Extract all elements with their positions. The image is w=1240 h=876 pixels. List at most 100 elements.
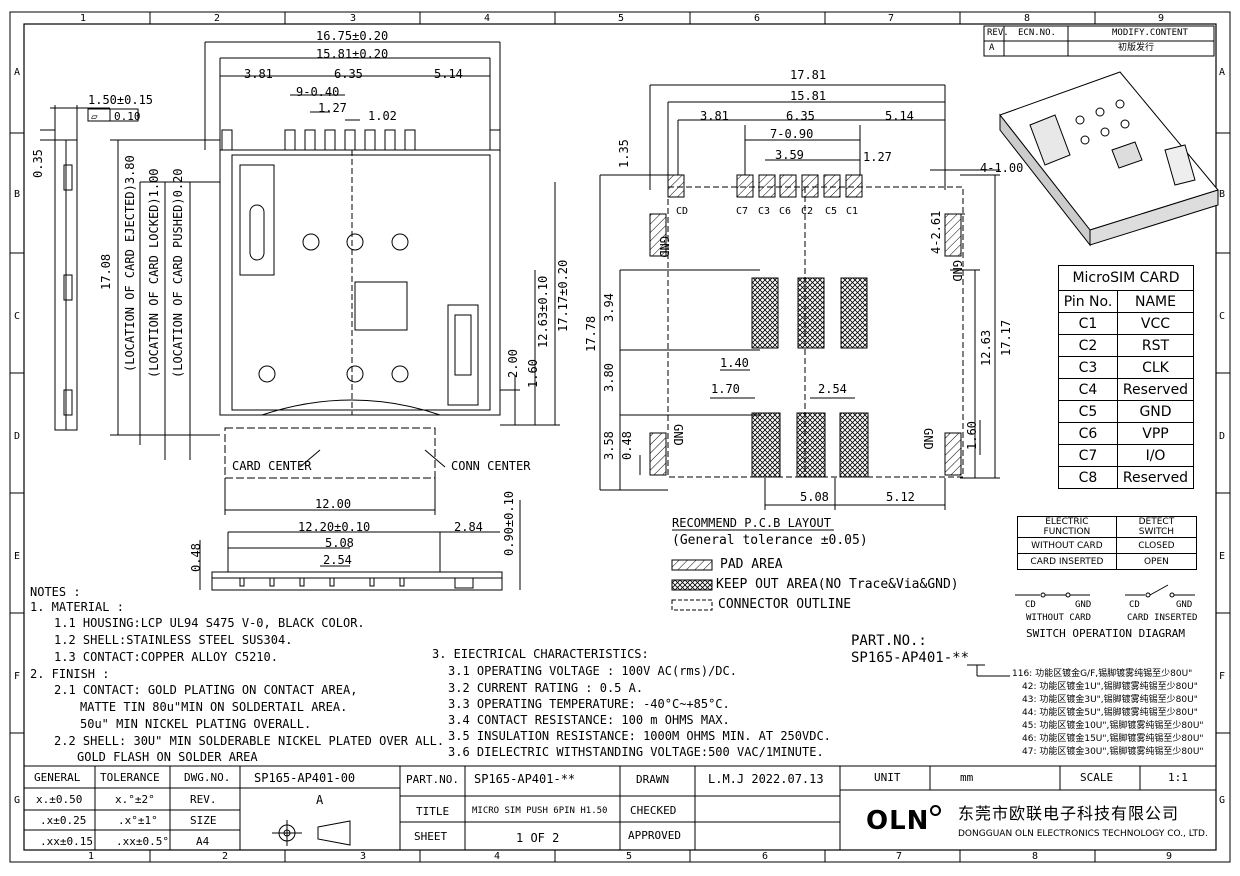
part-option-42: 42: 功能区镀金1U",锡脚镀雾纯锡至少80U": [1022, 682, 1198, 692]
pcb-dim-394: 3.94: [602, 293, 616, 322]
pcb-dim-512: 5.12: [886, 490, 915, 504]
tb-drawn-value: L.M.J 2022.07.13: [708, 772, 824, 786]
tb-part-no-value: SP165-AP401-**: [474, 772, 576, 786]
outer-frame: [9, 11, 1231, 863]
pcb-dim-140: 1.40: [720, 356, 749, 370]
gnd-label-tr: GND: [950, 260, 964, 282]
ds-cell: OPEN: [1115, 553, 1198, 570]
legend-keepout: KEEP OUT AREA(NO Trace&Via&GND): [716, 577, 959, 592]
legend-outline: CONNECTOR OUTLINE: [718, 597, 852, 612]
notes-e2: 3.2 CURRENT RATING : 0.5 A.: [448, 681, 644, 695]
tb-tol3b: .xx±0.5°: [116, 835, 169, 848]
pin-cell: C4: [1058, 378, 1118, 401]
part-no-leader: [967, 664, 1010, 677]
dim-pitch: 9-0.40: [296, 85, 340, 99]
notes-e3: 3.3 OPERATING TEMPERATURE: -40°C~+85°C.: [448, 697, 730, 711]
dim-160: 1.60: [526, 359, 540, 388]
dim-ejected: (LOCATION OF CARD EJECTED)3.80: [123, 155, 137, 372]
notes-m2: 1.2 SHELL:STAINLESS STEEL SUS304.: [54, 633, 293, 647]
sw2-gnd: GND: [1176, 600, 1193, 610]
tb-tol1a: x.±0.50: [36, 793, 83, 806]
gnd-label-bl: GND: [671, 424, 685, 446]
ruler-bottom-1: 1: [88, 851, 95, 862]
notes-f2a: 2.2 SHELL: 30U" MIN SOLDERABLE NICKEL PL…: [54, 734, 445, 748]
part-option-45: 45: 功能区镀金10U",锡脚镀雾纯锡至少80U": [1022, 721, 1204, 731]
sw-inserted-label: CARD INSERTED: [1127, 613, 1198, 623]
ecn-header: ECN.NO.: [1018, 28, 1056, 38]
ruler-left-f: F: [14, 671, 21, 682]
ruler-top-8: 8: [1024, 13, 1031, 24]
pin-name-header: NAME: [1117, 290, 1194, 313]
ruler-right-b: B: [1219, 189, 1226, 200]
ruler-top-2: 2: [214, 13, 221, 24]
dim-1581: 15.81±0.20: [316, 47, 389, 61]
tb-size: SIZE: [190, 814, 217, 827]
dim-1717-tv: 17.17±0.20: [556, 259, 570, 332]
pin-name-cell: VPP: [1117, 422, 1194, 445]
pcb-dim-1781: 17.81: [790, 68, 827, 82]
notes-e1: 3.1 OPERATING VOLTAGE : 100V AC(rms)/DC.: [448, 664, 737, 678]
pcb-dim-381: 3.81: [700, 109, 729, 123]
pin-cell: C1: [1058, 312, 1118, 335]
tb-general: GENERAL: [34, 771, 81, 784]
top-view: [110, 41, 560, 515]
ruler-right-f: F: [1219, 671, 1226, 682]
notes-elec: 3. EIECTRICAL CHARACTERISTICS:: [432, 647, 649, 661]
pad-label-cd: CD: [676, 206, 689, 217]
gnd-label-br: GND: [921, 428, 935, 450]
ruler-bottom-3: 3: [360, 851, 367, 862]
ruler-left-a: A: [14, 67, 21, 78]
logo-registered-mark: [930, 805, 941, 816]
tb-scale: SCALE: [1080, 771, 1114, 784]
pcb-dim-359: 3.59: [775, 148, 804, 162]
flatness-symbol: ▱: [91, 110, 98, 123]
ruler-right-g: G: [1219, 795, 1226, 806]
switch-diagram-title: SWITCH OPERATION DIAGRAM: [1026, 627, 1185, 640]
pcb-dim-135: 1.35: [617, 139, 631, 168]
pcb-dim-1778: 17.78: [584, 315, 598, 352]
notes-e6: 3.6 DIELECTRIC WITHSTANDING VOLTAGE:500 …: [448, 745, 824, 759]
dim-1675: 16.75±0.20: [316, 29, 389, 43]
ruler-top-3: 3: [350, 13, 357, 24]
ruler-bottom-2: 2: [222, 851, 229, 862]
dim-381: 3.81: [244, 67, 273, 81]
ds-cell: CLOSED: [1115, 537, 1198, 554]
pcb-dim-1263: 12.63: [979, 329, 993, 366]
company-logo: OLN: [866, 806, 930, 836]
legend-pad-area: PAD AREA: [720, 557, 783, 572]
part-option-46: 46: 功能区镀金15U",锡脚镀雾纯锡至少80U": [1022, 734, 1204, 744]
pcb-dim-635: 6.35: [786, 109, 815, 123]
ruler-bottom-4: 4: [494, 851, 501, 862]
pcb-dim-127: 1.27: [863, 150, 892, 164]
pcb-dim-160: 1.60: [965, 421, 979, 450]
pcb-dim-254: 2.54: [818, 382, 847, 396]
pcb-legend: [671, 529, 834, 611]
part-option-44: 44: 功能区镀金5U",锡脚镀雾纯锡至少80U": [1022, 708, 1198, 718]
rev-value: A: [989, 43, 995, 53]
notes-material: 1. MATERIAL :: [30, 600, 124, 614]
tb-part-no: PART.NO.: [406, 773, 459, 786]
tb-size-value: A4: [196, 835, 210, 848]
pin-name-cell: Reserved: [1117, 378, 1194, 401]
tb-scale-value: 1:1: [1168, 771, 1188, 784]
tb-title-value: MICRO SIM PUSH 6PIN H1.50: [472, 806, 608, 816]
flatness-value: 0.10: [114, 110, 141, 123]
pin-cell: C2: [1058, 334, 1118, 357]
pin-cell: C8: [1058, 466, 1118, 489]
pad-label-c5: C5: [825, 206, 838, 217]
tb-tol2b: .x°±1°: [118, 814, 158, 827]
ruler-bottom-9: 9: [1166, 851, 1173, 862]
pcb-dim-1717: 17.17: [999, 319, 1013, 356]
ruler-bottom-8: 8: [1032, 851, 1039, 862]
tb-dwg-no-value: SP165-AP401-00: [254, 771, 356, 785]
part-no-value: SP165-AP401-**: [851, 650, 970, 666]
ruler-right-c: C: [1219, 311, 1226, 322]
ruler-right-e: E: [1219, 551, 1226, 562]
